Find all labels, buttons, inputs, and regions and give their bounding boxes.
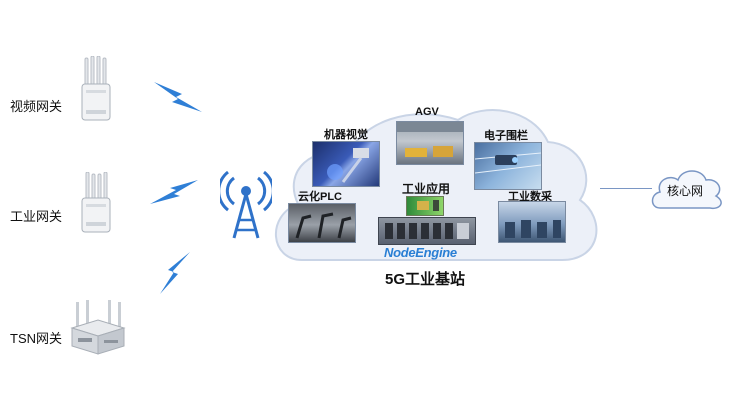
- core-network-link: [600, 188, 652, 189]
- machine-vision-image: [312, 141, 380, 187]
- industrial-gateway-device-icon: [81, 172, 111, 233]
- tsn-gateway-device-icon: [70, 300, 126, 355]
- cloud-plc-label: 云化PLC: [298, 191, 342, 203]
- industrial-gateway-label: 工业网关: [10, 209, 63, 224]
- industrial-data-label: 工业数采: [508, 191, 552, 203]
- base-station-caption: 5G工业基站: [385, 271, 466, 288]
- e-fence-image: [474, 142, 542, 190]
- cloud-plc-image: [288, 203, 356, 243]
- industrial-app-label: 工业应用: [402, 182, 451, 196]
- core-network-cloud: [651, 170, 722, 210]
- base-station-tower-icon: [220, 170, 272, 239]
- wireless-signal-icon-1: [154, 82, 202, 112]
- industrial-data-image: [498, 201, 566, 243]
- machine-vision-label: 机器视觉: [324, 129, 368, 141]
- industrial-app-board-image: [406, 196, 444, 216]
- tsn-gateway-label: TSN网关: [10, 331, 63, 346]
- nodeengine-logo: NodeEngine: [384, 245, 457, 260]
- nodeengine-server-image: [378, 217, 476, 245]
- wireless-signal-icon-2: [150, 180, 198, 204]
- agv-label: AGV: [415, 106, 439, 118]
- agv-image: [396, 121, 464, 165]
- e-fence-label: 电子围栏: [484, 130, 528, 142]
- video-gateway-device-icon: [81, 56, 111, 121]
- core-network-label: 核心网: [667, 184, 704, 198]
- video-gateway-label: 视频网关: [10, 99, 63, 114]
- wireless-signal-icon-3: [160, 252, 190, 294]
